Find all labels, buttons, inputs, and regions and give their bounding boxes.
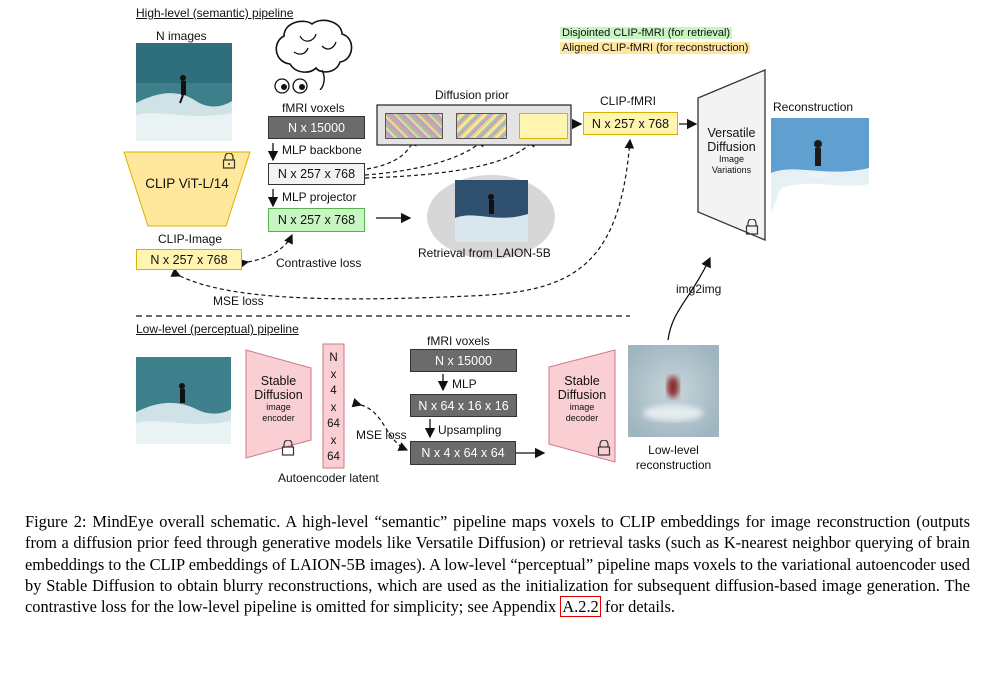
low-level-recon-line2: reconstruction [635,458,712,472]
fmri-voxels-box: N x 15000 [268,116,365,139]
vd-lock-icon [745,218,759,235]
clip-fmri-label: CLIP-fMRI [600,94,657,108]
sd-decoder-lock-icon [597,439,611,456]
ll-out-box: N x 4 x 64 x 64 [410,441,516,465]
latent-letter: 64 [327,451,340,463]
legend-reconstruction-label: Aligned CLIP-fMRI (for reconstruction) [560,42,751,54]
sd-encoder-text: Stable Diffusion image encoder [246,374,311,424]
appendix-link[interactable]: A.2.2 [560,596,601,618]
clip-image-box: N x 257 x 768 [136,249,242,270]
contrastive-loss-label: Contrastive loss [276,256,362,270]
backbone-box: N x 257 x 768 [268,163,365,185]
reconstruction-label: Reconstruction [773,100,854,114]
latent-letter: x [330,401,337,414]
latent-column-text: N x 4 x 64 x 64 [323,350,344,466]
caption-text: Figure 2: MindEye overall schematic. A h… [25,512,970,617]
sd-decoder-line2: Diffusion [557,388,607,402]
eyes-icon [272,77,312,95]
legend-retrieval: Disjointed CLIP-fMRI (for retrieval) [560,23,733,41]
upsampling-label: Upsampling [438,423,502,437]
vd-line4: Variations [711,165,752,175]
noise-latent-2 [456,113,507,139]
reconstruction-photo [771,118,869,213]
low-level-recon-line1: Low-level [648,443,699,457]
clip-fmri-box: N x 257 x 768 [583,112,678,135]
clip-image-label: CLIP-Image [158,232,223,246]
noise-latent-1 [385,113,443,139]
ll-mid-box: N x 64 x 16 x 16 [410,394,517,417]
vd-line3: Image [718,154,744,164]
figure-2-schematic: High-level (semantic) pipeline Low-level… [123,6,869,485]
versatile-diffusion-text: Versatile Diffusion Image Variations [698,126,765,176]
sd-encoder-line2: Diffusion [254,388,303,402]
n-images-label: N images [156,29,207,43]
legend-reconstruction: Aligned CLIP-fMRI (for reconstruction) [560,38,751,56]
legend-retrieval-label: Disjointed CLIP-fMRI (for retrieval) [560,27,733,39]
latent-letter: 64 [327,418,340,430]
surfer-photo-input [136,43,232,141]
projector-box: N x 257 x 768 [268,208,365,232]
caption-tail: for details. [600,597,675,617]
img2img-label: img2img [676,282,722,296]
sd-decoder-line1: Stable [564,374,600,388]
mlp-backbone-label: MLP backbone [282,143,362,157]
denoised-latent [519,113,568,139]
sd-decoder-line3: image [569,402,595,412]
clip-vit-label: CLIP ViT-L/14 [145,176,229,191]
sd-decoder-text: Stable Diffusion image decoder [549,374,615,424]
mlp-label: MLP [452,377,477,391]
ll-fmri-voxels-label: fMRI voxels [427,334,490,348]
surfer-photo-low [136,357,231,444]
latent-letter: x [330,434,337,447]
mse-loss-bottom-label: MSE loss [356,428,407,442]
surfer-photo [136,43,232,141]
retrieval-label: Retrieval from LAION-5B [418,246,551,260]
vd-line1: Versatile [707,126,756,140]
lock-icon [222,152,236,169]
ll-fmri-box: N x 15000 [410,349,517,372]
latent-letter: x [330,368,337,381]
fmri-voxels-label: fMRI voxels [282,101,345,115]
figure-caption: Figure 2: MindEye overall schematic. A h… [25,511,970,618]
mlp-projector-label: MLP projector [282,190,357,204]
autoencoder-latent-label: Autoencoder latent [278,471,379,485]
sd-decoder-line4: decoder [565,413,599,423]
brain-icon [270,16,356,91]
sd-encoder-line1: Stable [260,374,297,388]
latent-letter: N [329,352,338,364]
latent-letter: 4 [330,385,337,397]
low-level-title: Low-level (perceptual) pipeline [136,322,299,336]
sd-encoder-lock-icon [281,439,295,456]
vd-line2: Diffusion [707,140,756,154]
sd-encoder-line4: encoder [262,413,295,423]
sd-encoder-line3: image [266,402,291,412]
mse-loss-top-label: MSE loss [213,294,264,308]
high-level-title: High-level (semantic) pipeline [136,6,294,20]
diffusion-prior-label: Diffusion prior [435,88,509,102]
blurry-reconstruction-photo [628,345,719,437]
retrieval-photo [455,180,528,242]
low-level-recon-label: Low-level reconstruction [628,443,719,473]
